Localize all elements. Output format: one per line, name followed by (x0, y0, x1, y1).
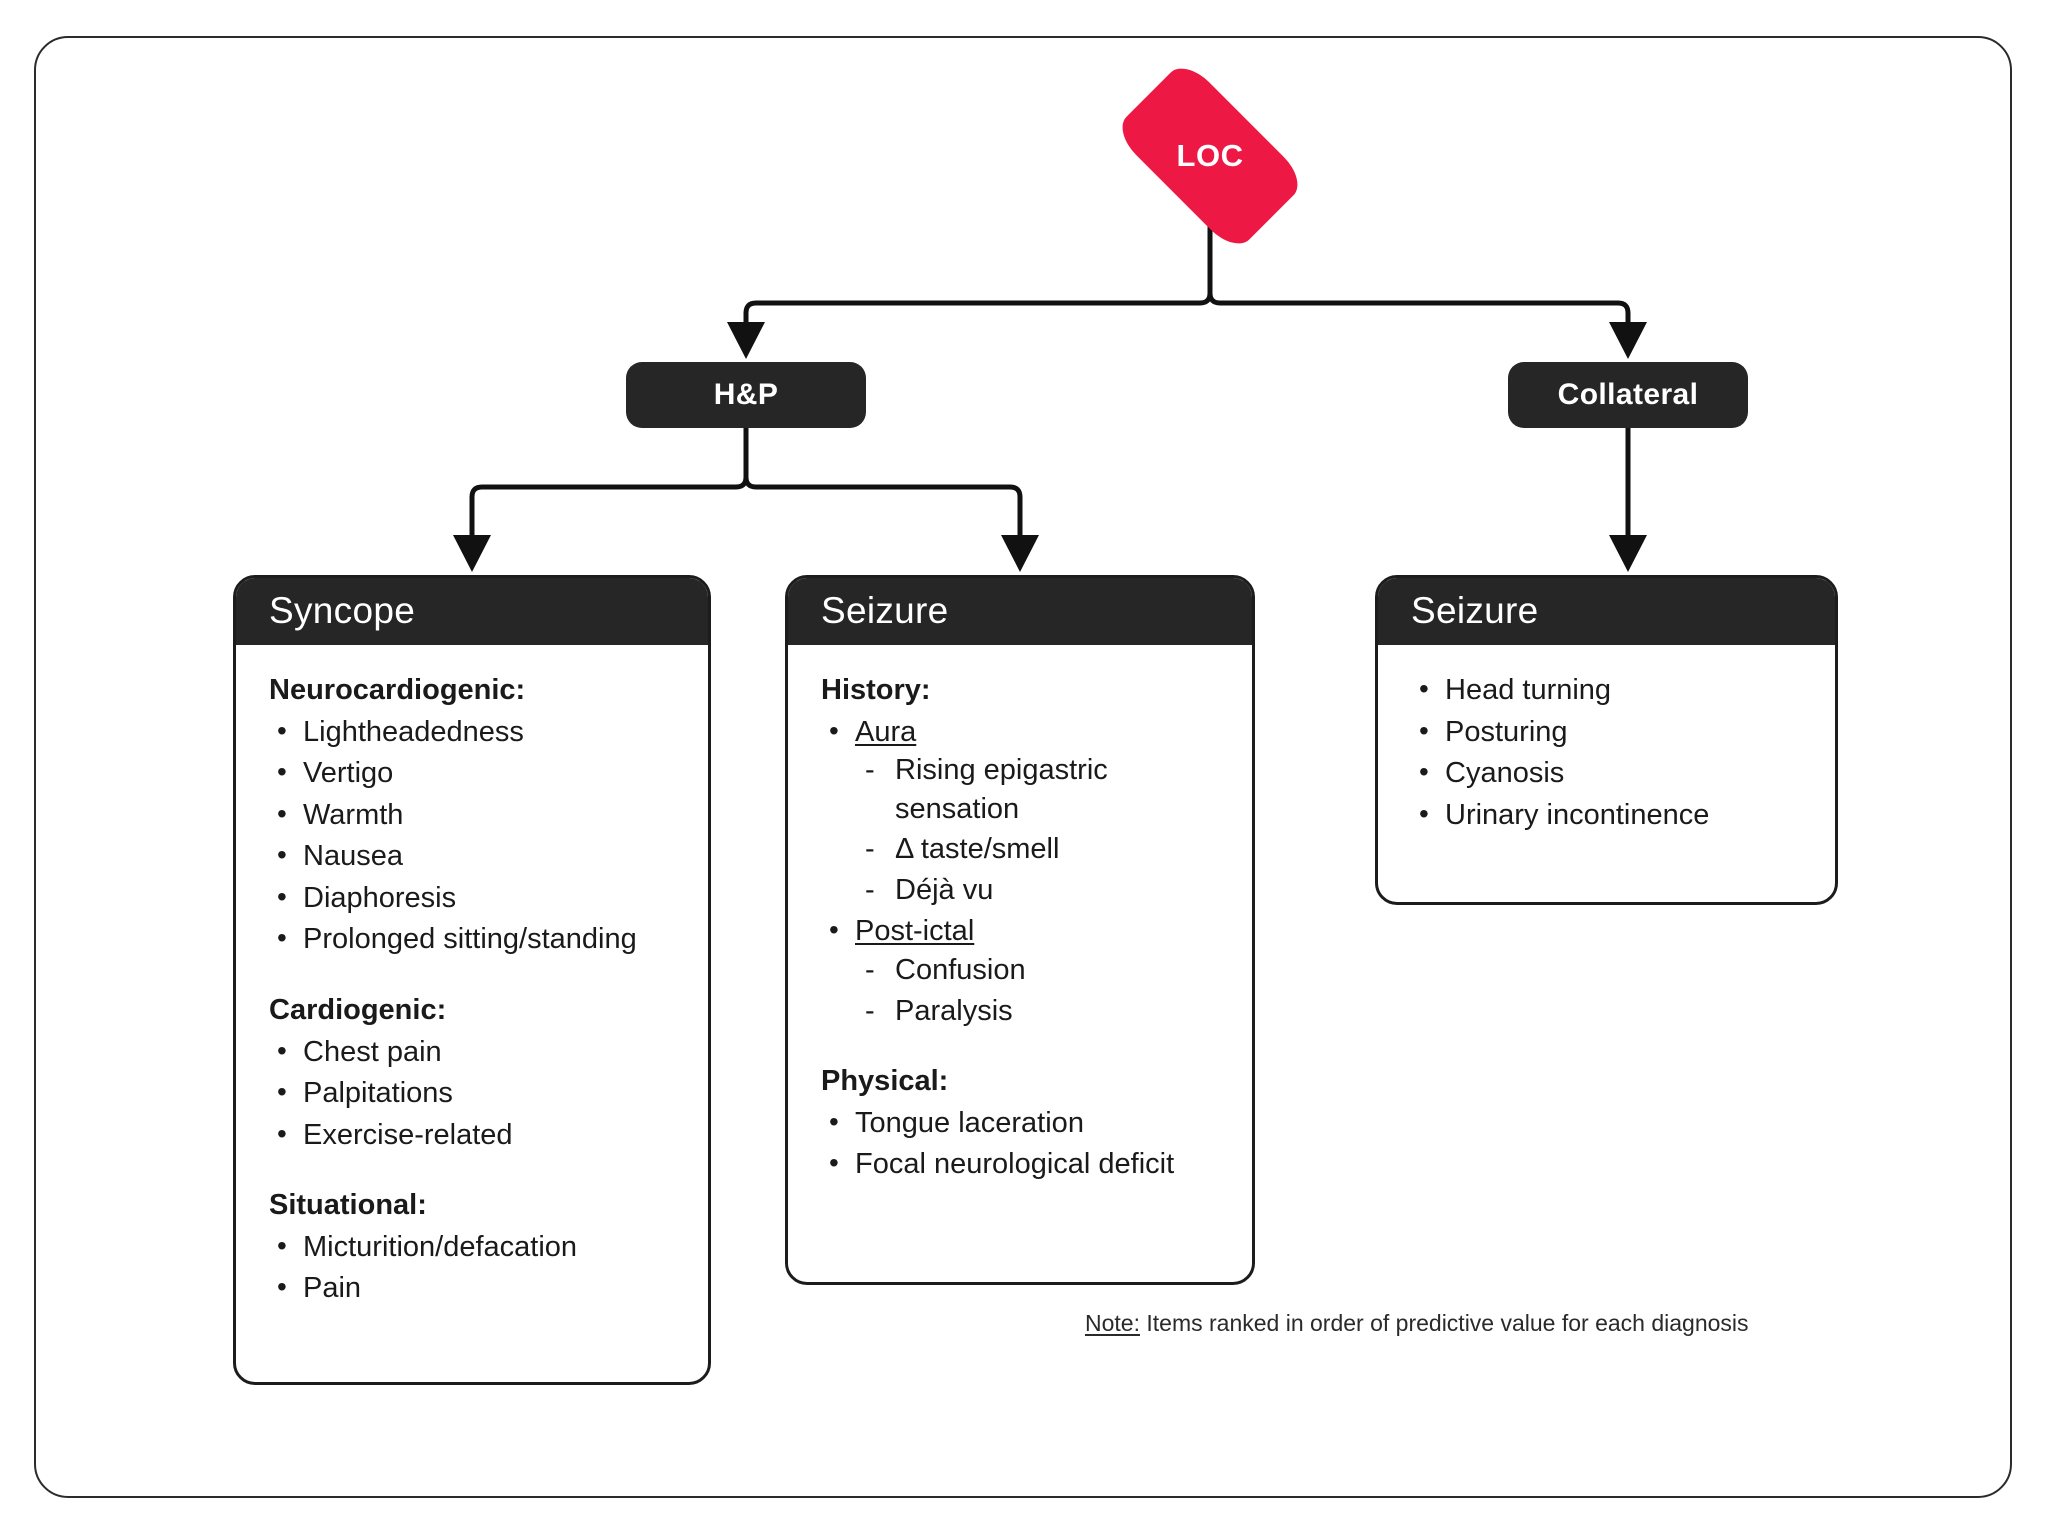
item-list: Lightheadedness Vertigo Warmth Nausea Di… (269, 712, 686, 959)
footnote-label: Note: (1085, 1310, 1140, 1336)
list-item-text: Pain (303, 1272, 362, 1305)
group-title: Cardiogenic: (269, 993, 447, 1026)
list-item-text: Posturing (1445, 715, 1568, 748)
sub-list-item: Δ taste/smell (855, 830, 1230, 869)
item-list: Aura Rising epigastric sensation Δ taste… (821, 712, 1230, 1031)
list-item-text: Tongue laceration (855, 1106, 1084, 1139)
card-syncope[interactable]: Syncope Neurocardiogenic: Lightheadednes… (233, 575, 711, 1385)
footnote: Note: Items ranked in order of predictiv… (1085, 1310, 1749, 1337)
list-item-text: Chest pain (303, 1035, 442, 1068)
list-item: Pain (269, 1268, 686, 1308)
list-item: Warmth (269, 795, 686, 835)
item-list: Chest pain Palpitations Exercise-related (269, 1032, 686, 1155)
group-title: History: (821, 674, 931, 706)
list-item: Urinary incontinence (1411, 795, 1813, 835)
card-seizure-collateral[interactable]: Seizure Head turning Posturing Cyanosis … (1375, 575, 1838, 905)
node-loc[interactable]: LOC (1090, 58, 1330, 254)
list-item-text: Micturition/defacation (303, 1230, 578, 1263)
item-list: Tongue laceration Focal neurological def… (821, 1103, 1230, 1184)
item-list: Micturition/defacation Pain (269, 1227, 686, 1308)
list-item-text: Palpitations (303, 1077, 453, 1110)
card-seizure-hp-body: History: Aura Rising epigastric sensatio… (788, 645, 1252, 1210)
group-neurocardiogenic: Neurocardiogenic: Lightheadedness Vertig… (269, 671, 686, 959)
list-item-text: Diaphoresis (303, 881, 457, 914)
subitem-list: Confusion Paralysis (855, 951, 1230, 1030)
list-item-text: Cyanosis (1445, 757, 1565, 790)
list-item: Post-ictal Confusion Paralysis (821, 911, 1230, 1030)
group-cardiogenic: Cardiogenic: Chest pain Palpitations Exe… (269, 991, 686, 1154)
list-item-text: Head turning (1445, 674, 1612, 706)
card-syncope-body: Neurocardiogenic: Lightheadedness Vertig… (236, 645, 708, 1334)
card-seizure-collateral-body: Head turning Posturing Cyanosis Urinary … (1378, 645, 1835, 857)
group-situational: Situational: Micturition/defacation Pain (269, 1186, 686, 1308)
item-list: Head turning Posturing Cyanosis Urinary … (1411, 670, 1813, 835)
list-item: Vertigo (269, 753, 686, 793)
list-item: Chest pain (269, 1032, 686, 1072)
card-seizure-collateral-title: Seizure (1378, 578, 1835, 645)
list-item-text: Prolonged sitting/standing (303, 923, 637, 956)
list-item: Palpitations (269, 1073, 686, 1113)
list-item: Cyanosis (1411, 753, 1813, 793)
list-item: Lightheadedness (269, 712, 686, 752)
node-hp[interactable]: H&P (626, 362, 866, 428)
list-item-text: Exercise-related (303, 1118, 513, 1151)
list-item: Prolonged sitting/standing (269, 919, 686, 959)
list-item-text: Focal neurological deficit (855, 1148, 1175, 1181)
node-collateral[interactable]: Collateral (1508, 362, 1748, 428)
list-item-text: Warmth (303, 798, 404, 831)
group-title: Physical: (821, 1065, 949, 1098)
list-item: Nausea (269, 836, 686, 876)
list-item-text: Nausea (303, 840, 403, 873)
sub-list-item: Déjà vu (855, 871, 1230, 910)
node-loc-label: LOC (1176, 138, 1244, 173)
sub-list-item: Confusion (855, 951, 1230, 990)
list-item: Tongue laceration (821, 1103, 1230, 1143)
subitem-list: Rising epigastric sensation Δ taste/smel… (855, 751, 1230, 909)
list-item: Micturition/defacation (269, 1227, 686, 1267)
group-collateral-signs: Head turning Posturing Cyanosis Urinary … (1411, 670, 1813, 835)
list-item: Focal neurological deficit (821, 1144, 1230, 1184)
card-seizure-hp-title: Seizure (788, 578, 1252, 645)
group-title: Situational: (269, 1189, 427, 1222)
list-item-text: Post-ictal (855, 915, 975, 948)
group-title: Neurocardiogenic: (269, 674, 526, 706)
card-seizure-hp[interactable]: Seizure History: Aura Rising epigastric … (785, 575, 1255, 1285)
card-syncope-title: Syncope (236, 578, 708, 645)
sub-list-item: Rising epigastric sensation (855, 751, 1230, 828)
group-physical: Physical: Tongue laceration Focal neurol… (821, 1062, 1230, 1184)
list-item-text: Aura (855, 715, 917, 748)
list-item: Head turning (1411, 670, 1813, 710)
list-item: Aura Rising epigastric sensation Δ taste… (821, 712, 1230, 910)
list-item-text: Lightheadedness (303, 715, 524, 748)
footnote-text: Items ranked in order of predictive valu… (1139, 1310, 1749, 1336)
sub-list-item: Paralysis (855, 992, 1230, 1031)
list-item: Posturing (1411, 712, 1813, 752)
list-item: Diaphoresis (269, 878, 686, 918)
list-item: Exercise-related (269, 1115, 686, 1155)
list-item-text: Vertigo (303, 757, 394, 790)
group-history: History: Aura Rising epigastric sensatio… (821, 671, 1230, 1030)
list-item-text: Urinary incontinence (1445, 798, 1710, 831)
